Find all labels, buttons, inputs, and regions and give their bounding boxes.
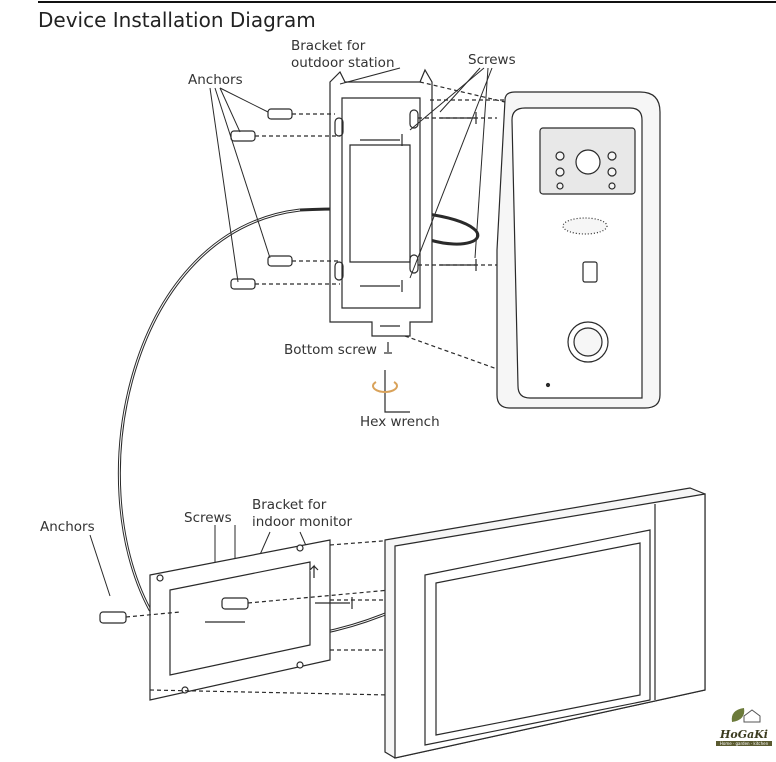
guide-lines-bottom xyxy=(125,539,396,696)
outdoor-bracket xyxy=(329,68,433,337)
logo-tagline: Home · garden · kitchen xyxy=(716,741,772,746)
screws-bottom xyxy=(205,597,353,623)
leaf-house-icon xyxy=(731,708,761,723)
label-anchors-top: Anchors xyxy=(188,72,243,88)
guide-lines-top xyxy=(255,81,506,371)
hex-wrench xyxy=(372,370,410,413)
label-hex-wrench: Hex wrench xyxy=(360,414,440,430)
outdoor-station xyxy=(496,91,661,409)
indoor-monitor xyxy=(384,487,706,759)
screws-top xyxy=(360,112,477,354)
anchors-bottom xyxy=(99,597,249,624)
label-screws-top: Screws xyxy=(468,52,516,68)
label-bottom-screw: Bottom screw xyxy=(284,342,377,358)
top-rule xyxy=(38,1,776,3)
anchors-top xyxy=(230,108,293,290)
brand-logo: HoGaKi Home · garden · kitchen xyxy=(716,706,772,746)
indoor-bracket xyxy=(149,539,331,701)
label-anchors-bottom: Anchors xyxy=(40,519,95,535)
label-screws-bottom: Screws xyxy=(184,510,232,526)
label-bracket-outdoor-line2: outdoor station xyxy=(291,55,395,71)
label-bracket-outdoor-line1: Bracket for xyxy=(291,38,366,54)
page-title: Device Installation Diagram xyxy=(38,8,316,32)
label-bracket-indoor-line1: Bracket for xyxy=(252,497,327,513)
label-bracket-indoor-line2: indoor monitor xyxy=(252,514,353,530)
logo-name: HoGaKi xyxy=(720,728,768,741)
